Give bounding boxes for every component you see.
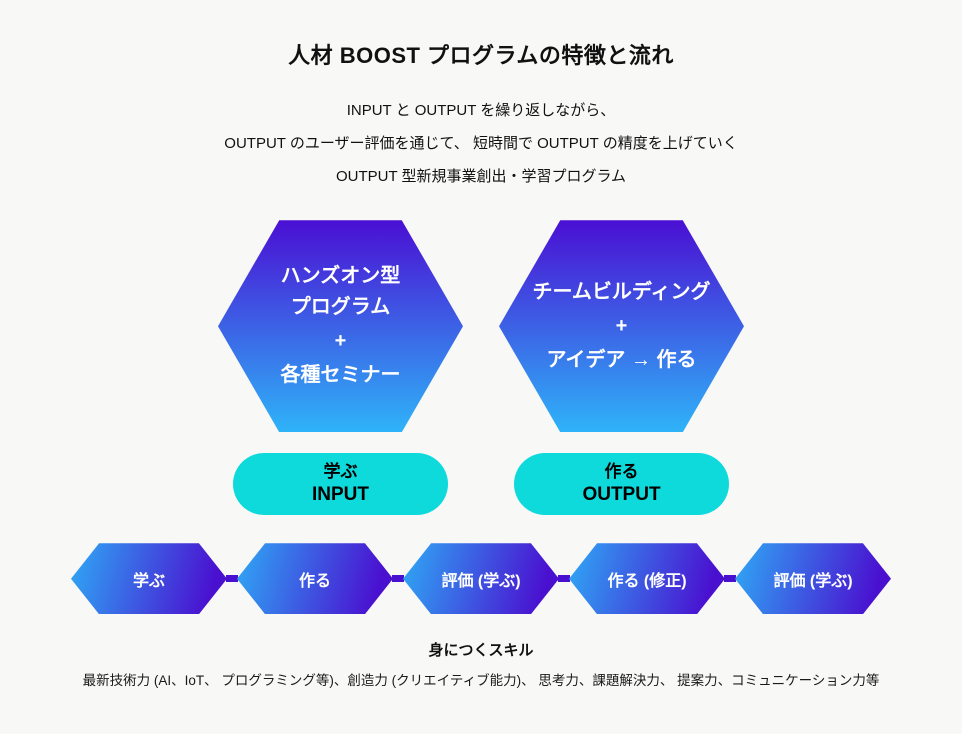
skills-heading: 身につくスキル <box>428 642 534 660</box>
hexagon-output-text: チームビルディング + アイデア → 作る <box>533 277 711 376</box>
hexagon-input-line-2: プログラム <box>290 296 391 319</box>
pill-row: 学ぶ INPUT 作る OUTPUT <box>0 453 962 516</box>
intro-line-1: INPUT と OUTPUT を繰り返しながら、 <box>346 102 616 120</box>
flow-step-2: 作る <box>237 543 393 615</box>
hexagon-output-line-1: チームビルディング <box>532 280 711 303</box>
intro-line-3: OUTPUT 型新規事業創出・学習プログラム <box>335 168 627 186</box>
flow-step-5: 評価 (学ぶ) <box>735 543 891 615</box>
output-pill-label-en: OUTPUT <box>582 484 661 506</box>
flow-connector-2 <box>392 575 404 583</box>
input-pill-label-jp: 学ぶ <box>323 462 358 482</box>
flow-step-4: 作る (修正) <box>569 543 725 615</box>
intro-text: INPUT と OUTPUT を繰り返しながら、 OUTPUT のユーザー評価を… <box>0 94 962 193</box>
flow-step-3: 評価 (学ぶ) <box>403 543 559 615</box>
hexagon-input-line-1: ハンズオン型 <box>280 265 401 288</box>
hexagon-output-plus: + <box>615 314 628 337</box>
flow-connector-3 <box>558 575 570 583</box>
page-title: 人材 BOOST プログラムの特徴と流れ <box>288 43 674 68</box>
process-flow-row: 学ぶ 作る 評価 (学ぶ) 作る (修正) 評価 (学ぶ) <box>0 543 962 615</box>
output-pill: 作る OUTPUT <box>514 453 729 516</box>
hexagon-input-program: ハンズオン型 プログラム + 各種セミナー <box>218 220 463 433</box>
hexagon-input-text: ハンズオン型 プログラム + 各種セミナー <box>281 261 401 391</box>
intro-line-2: OUTPUT のユーザー評価を通じて、 短時間で OUTPUT の精度を上げてい… <box>224 135 738 153</box>
skills-detail: 最新技術力 (AI、IoT、 プログラミング等)、創造力 (クリエイティブ能力)… <box>82 673 880 689</box>
hexagon-output-program: チームビルディング + アイデア → 作る <box>499 220 744 433</box>
flow-connector-1 <box>226 575 238 583</box>
input-pill-label-en: INPUT <box>312 484 369 506</box>
flow-connector-4 <box>724 575 736 583</box>
input-pill: 学ぶ INPUT <box>233 453 448 516</box>
program-hexagon-row: ハンズオン型 プログラム + 各種セミナー チームビルディング + アイデア →… <box>0 220 962 433</box>
hexagon-input-plus: + <box>334 330 347 353</box>
hexagon-input-line-4: 各種セミナー <box>280 364 401 387</box>
output-pill-label-jp: 作る <box>604 462 639 482</box>
flow-step-1: 学ぶ <box>71 543 227 615</box>
hexagon-output-line-3: アイデア → 作る <box>546 348 697 371</box>
